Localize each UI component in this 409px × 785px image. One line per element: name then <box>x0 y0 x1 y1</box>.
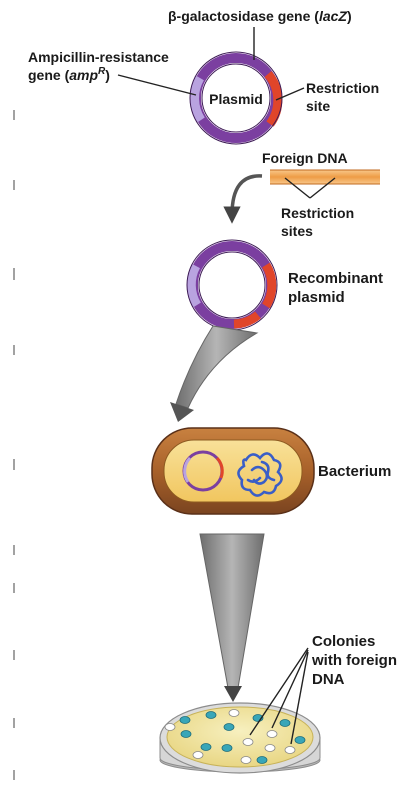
funnel-arrow-1 <box>176 326 257 408</box>
amp-label-line2: gene (ampR) <box>28 66 110 83</box>
bacterium <box>152 428 314 514</box>
colonies-label-3: DNA <box>312 671 345 688</box>
plasmid-label: Plasmid <box>209 91 263 107</box>
recombinant-label-1: Recombinant <box>288 270 383 287</box>
bacterium-label: Bacterium <box>318 463 391 480</box>
foreign-dna-label: Foreign DNA <box>262 150 348 166</box>
restriction-site-label-2: site <box>306 98 330 114</box>
amp-label-line1: Ampicillin-resistance <box>28 49 169 65</box>
colonies-label-2: with foreign <box>311 652 397 669</box>
curved-arrow <box>232 176 262 215</box>
recombinant-label-2: plasmid <box>288 289 345 306</box>
recombinant-plasmid <box>187 240 277 330</box>
restriction-sites-label-2: sites <box>281 223 313 239</box>
beta-gal-label: β-galactosidase gene (lacZ) <box>168 8 352 24</box>
restriction-site-label-1: Restriction <box>306 80 379 96</box>
colonies-label-1: Colonies <box>312 633 375 650</box>
funnel-arrow-2 <box>200 534 264 688</box>
amp-leader <box>118 75 196 95</box>
restriction-sites-label-1: Restriction <box>281 205 354 221</box>
funnel-arrow-2-head <box>224 686 242 702</box>
foreign-dna-fragment <box>270 170 380 184</box>
